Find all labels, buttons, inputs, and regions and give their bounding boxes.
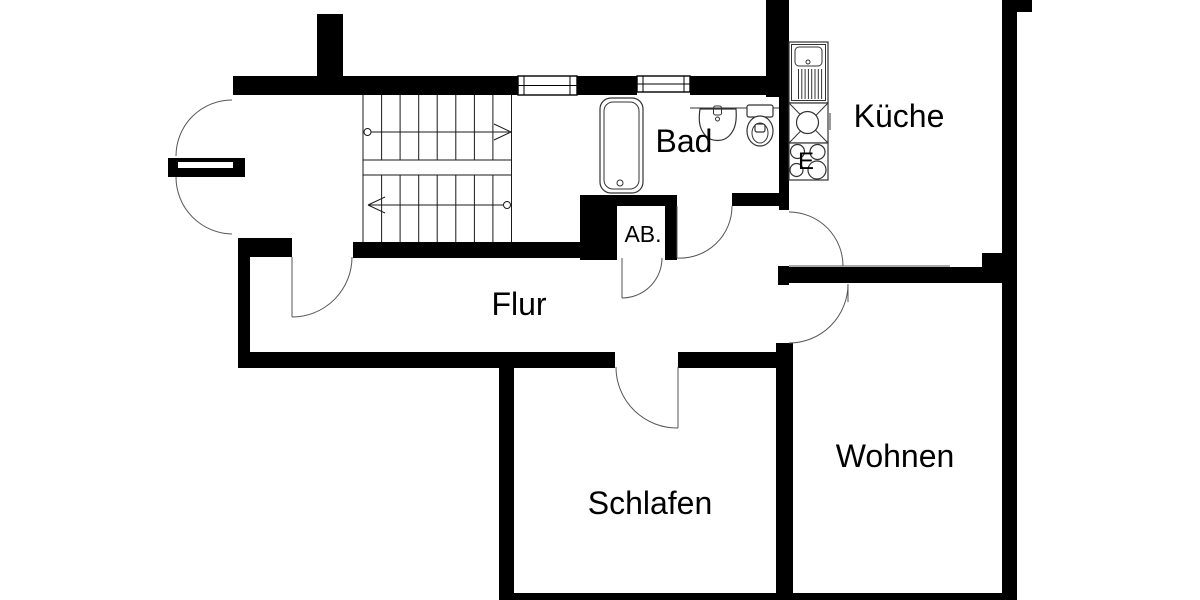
entrance-door-lower-arc bbox=[175, 176, 233, 235]
schlafen-door bbox=[615, 366, 679, 429]
wall-bad-south-right bbox=[732, 193, 780, 206]
bathtub bbox=[599, 97, 644, 194]
wall-between-windows bbox=[577, 76, 637, 95]
toilet bbox=[746, 104, 774, 147]
door-swings bbox=[175, 99, 950, 429]
wall-ab-right bbox=[665, 206, 677, 260]
wall-bad-kueche-upper bbox=[766, 0, 789, 97]
walls bbox=[168, 0, 1032, 600]
entrance-stub-gap bbox=[178, 162, 233, 168]
stair-boundaries bbox=[362, 95, 512, 242]
stair-arrow-up bbox=[363, 123, 512, 141]
apartment-door bbox=[291, 256, 353, 318]
drainboard-lines bbox=[798, 69, 823, 99]
room-label-bad: Bad bbox=[656, 123, 713, 159]
room-label-wohnen: Wohnen bbox=[836, 438, 955, 474]
refrigerator bbox=[788, 102, 831, 144]
bad-door bbox=[676, 205, 733, 259]
entrance-door-upper-arc bbox=[175, 99, 233, 157]
ab-door bbox=[621, 257, 663, 299]
wall-flur-bottom-left bbox=[240, 352, 615, 368]
kitchen-fixtures: E bbox=[788, 41, 831, 181]
wall-bad-south-left bbox=[580, 195, 677, 206]
stair-treads-upper bbox=[381, 95, 494, 160]
wall-entrance-corner bbox=[238, 238, 292, 257]
window-bad bbox=[636, 75, 691, 93]
wall-right-top-stub bbox=[1017, 0, 1032, 12]
stove: E bbox=[788, 142, 829, 181]
wall-top-stairwell bbox=[233, 76, 518, 95]
bathroom-fixtures bbox=[599, 97, 779, 194]
wall-stairwell-bottom bbox=[353, 242, 580, 258]
wall-ab-left-block bbox=[580, 206, 617, 260]
wall-flur-wohnen bbox=[788, 267, 1003, 283]
wall-schlafen-left bbox=[499, 368, 514, 600]
room-label-ab: AB. bbox=[624, 221, 661, 247]
wall-right bbox=[1002, 0, 1017, 600]
wall-flur-wohnen-cap bbox=[778, 266, 789, 285]
room-label-flur: Flur bbox=[491, 286, 546, 322]
stair-treads-lower bbox=[381, 175, 494, 242]
washbasin bbox=[698, 105, 737, 142]
kitchen-sink bbox=[788, 41, 829, 104]
wall-bad-kueche-lower bbox=[779, 97, 789, 210]
wall-flur-wohnen-step bbox=[982, 253, 1003, 283]
room-label-kueche: Küche bbox=[854, 98, 945, 134]
stove-type-label: E bbox=[798, 148, 814, 175]
wall-top-stub bbox=[317, 14, 343, 80]
wohnen-door bbox=[788, 283, 849, 344]
windows bbox=[517, 75, 691, 96]
window-stairwell bbox=[517, 75, 578, 96]
wall-top-bad bbox=[690, 76, 768, 95]
staircase bbox=[362, 95, 512, 242]
wall-flur-bottom-right bbox=[678, 352, 776, 368]
room-label-schlafen: Schlafen bbox=[588, 485, 713, 521]
wall-schlafen-wohnen bbox=[776, 343, 793, 600]
wall-bottom-band bbox=[499, 593, 1017, 600]
stair-arrow-down bbox=[367, 196, 511, 214]
room-labels: Küche Bad AB. Flur Schlafen Wohnen bbox=[491, 98, 954, 521]
wall-left bbox=[238, 257, 250, 368]
kueche-door bbox=[788, 211, 950, 267]
